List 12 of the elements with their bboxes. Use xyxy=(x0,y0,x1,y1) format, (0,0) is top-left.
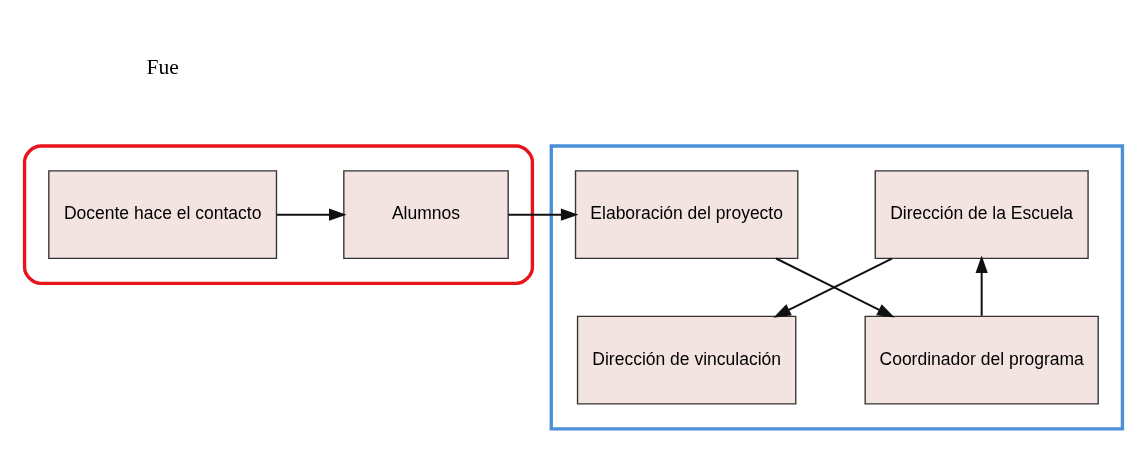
cluster xyxy=(549,143,1125,431)
node-box: Dirección de la Escuela xyxy=(874,169,1089,259)
cluster xyxy=(22,143,535,285)
label: Fue xyxy=(146,54,179,79)
arrow xyxy=(508,208,579,221)
node-box: Coordinador del programa xyxy=(864,315,1099,405)
node-box: Docente hace el contacto xyxy=(48,169,278,259)
node-box: Dirección de vinculación xyxy=(576,315,797,405)
arrow xyxy=(975,254,988,316)
arrow xyxy=(276,208,347,221)
node-box: Alumnos xyxy=(343,169,509,259)
node-box: Elaboración del proyecto xyxy=(574,169,799,259)
